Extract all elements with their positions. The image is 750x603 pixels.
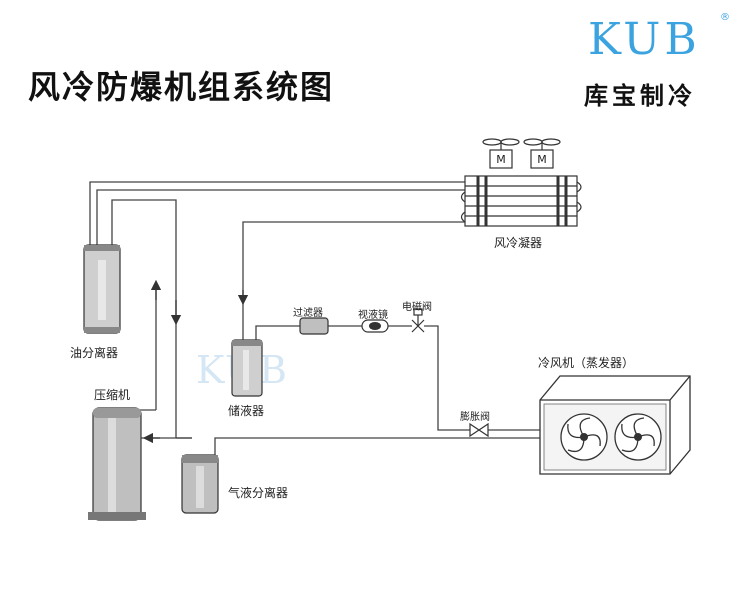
pipe-discharge-inner xyxy=(96,189,470,245)
compressor xyxy=(88,407,146,521)
label-evaporator: 冷风机（蒸发器） xyxy=(538,356,635,370)
evaporator-unit xyxy=(539,375,691,475)
fan-motor-label-2: M xyxy=(537,153,547,166)
label-gas-liquid-separator: 气液分离器 xyxy=(228,486,289,500)
label-solenoid-valve: 电磁阀 xyxy=(402,302,432,313)
filter-drier xyxy=(299,317,329,335)
pipe-compressor-discharge xyxy=(140,285,157,411)
logo-registered-mark: ® xyxy=(720,12,730,23)
condenser-fan-2 xyxy=(523,138,561,169)
logo-subtitle: 库宝制冷 xyxy=(584,81,696,110)
pipe-liquid-line xyxy=(424,325,470,431)
pipe-condenser-to-receiver xyxy=(242,221,470,340)
label-sight-glass: 视液镜 xyxy=(358,310,388,321)
label-expansion-valve: 膨胀阀 xyxy=(460,412,490,423)
condenser-fan-1 xyxy=(482,138,520,169)
liquid-receiver xyxy=(231,339,263,397)
piping xyxy=(89,181,545,455)
sight-glass xyxy=(361,319,389,333)
label-receiver: 储液器 xyxy=(228,404,265,418)
solenoid-valve xyxy=(411,308,425,333)
label-condenser: 风冷凝器 xyxy=(494,236,543,250)
pipe-receiver-out xyxy=(255,325,300,345)
gas-liquid-separator xyxy=(181,454,219,514)
logo-wordmark: KUB xyxy=(588,14,701,65)
page-title: 风冷防爆机组系统图 xyxy=(28,68,335,106)
flow-arrows xyxy=(142,279,249,444)
pipe-suction xyxy=(214,437,545,455)
pipe-discharge-outer xyxy=(89,181,475,245)
oil-separator xyxy=(83,244,121,334)
evaporator-fan-1 xyxy=(560,413,608,461)
fan-motor-label-1: M xyxy=(496,153,506,166)
evaporator-fan-2 xyxy=(614,413,662,461)
label-compressor: 压缩机 xyxy=(94,388,131,402)
condenser-coil xyxy=(460,175,582,227)
label-oil-separator: 油分离器 xyxy=(70,346,119,360)
label-filter: 过滤器 xyxy=(293,308,323,319)
expansion-valve xyxy=(469,422,489,438)
